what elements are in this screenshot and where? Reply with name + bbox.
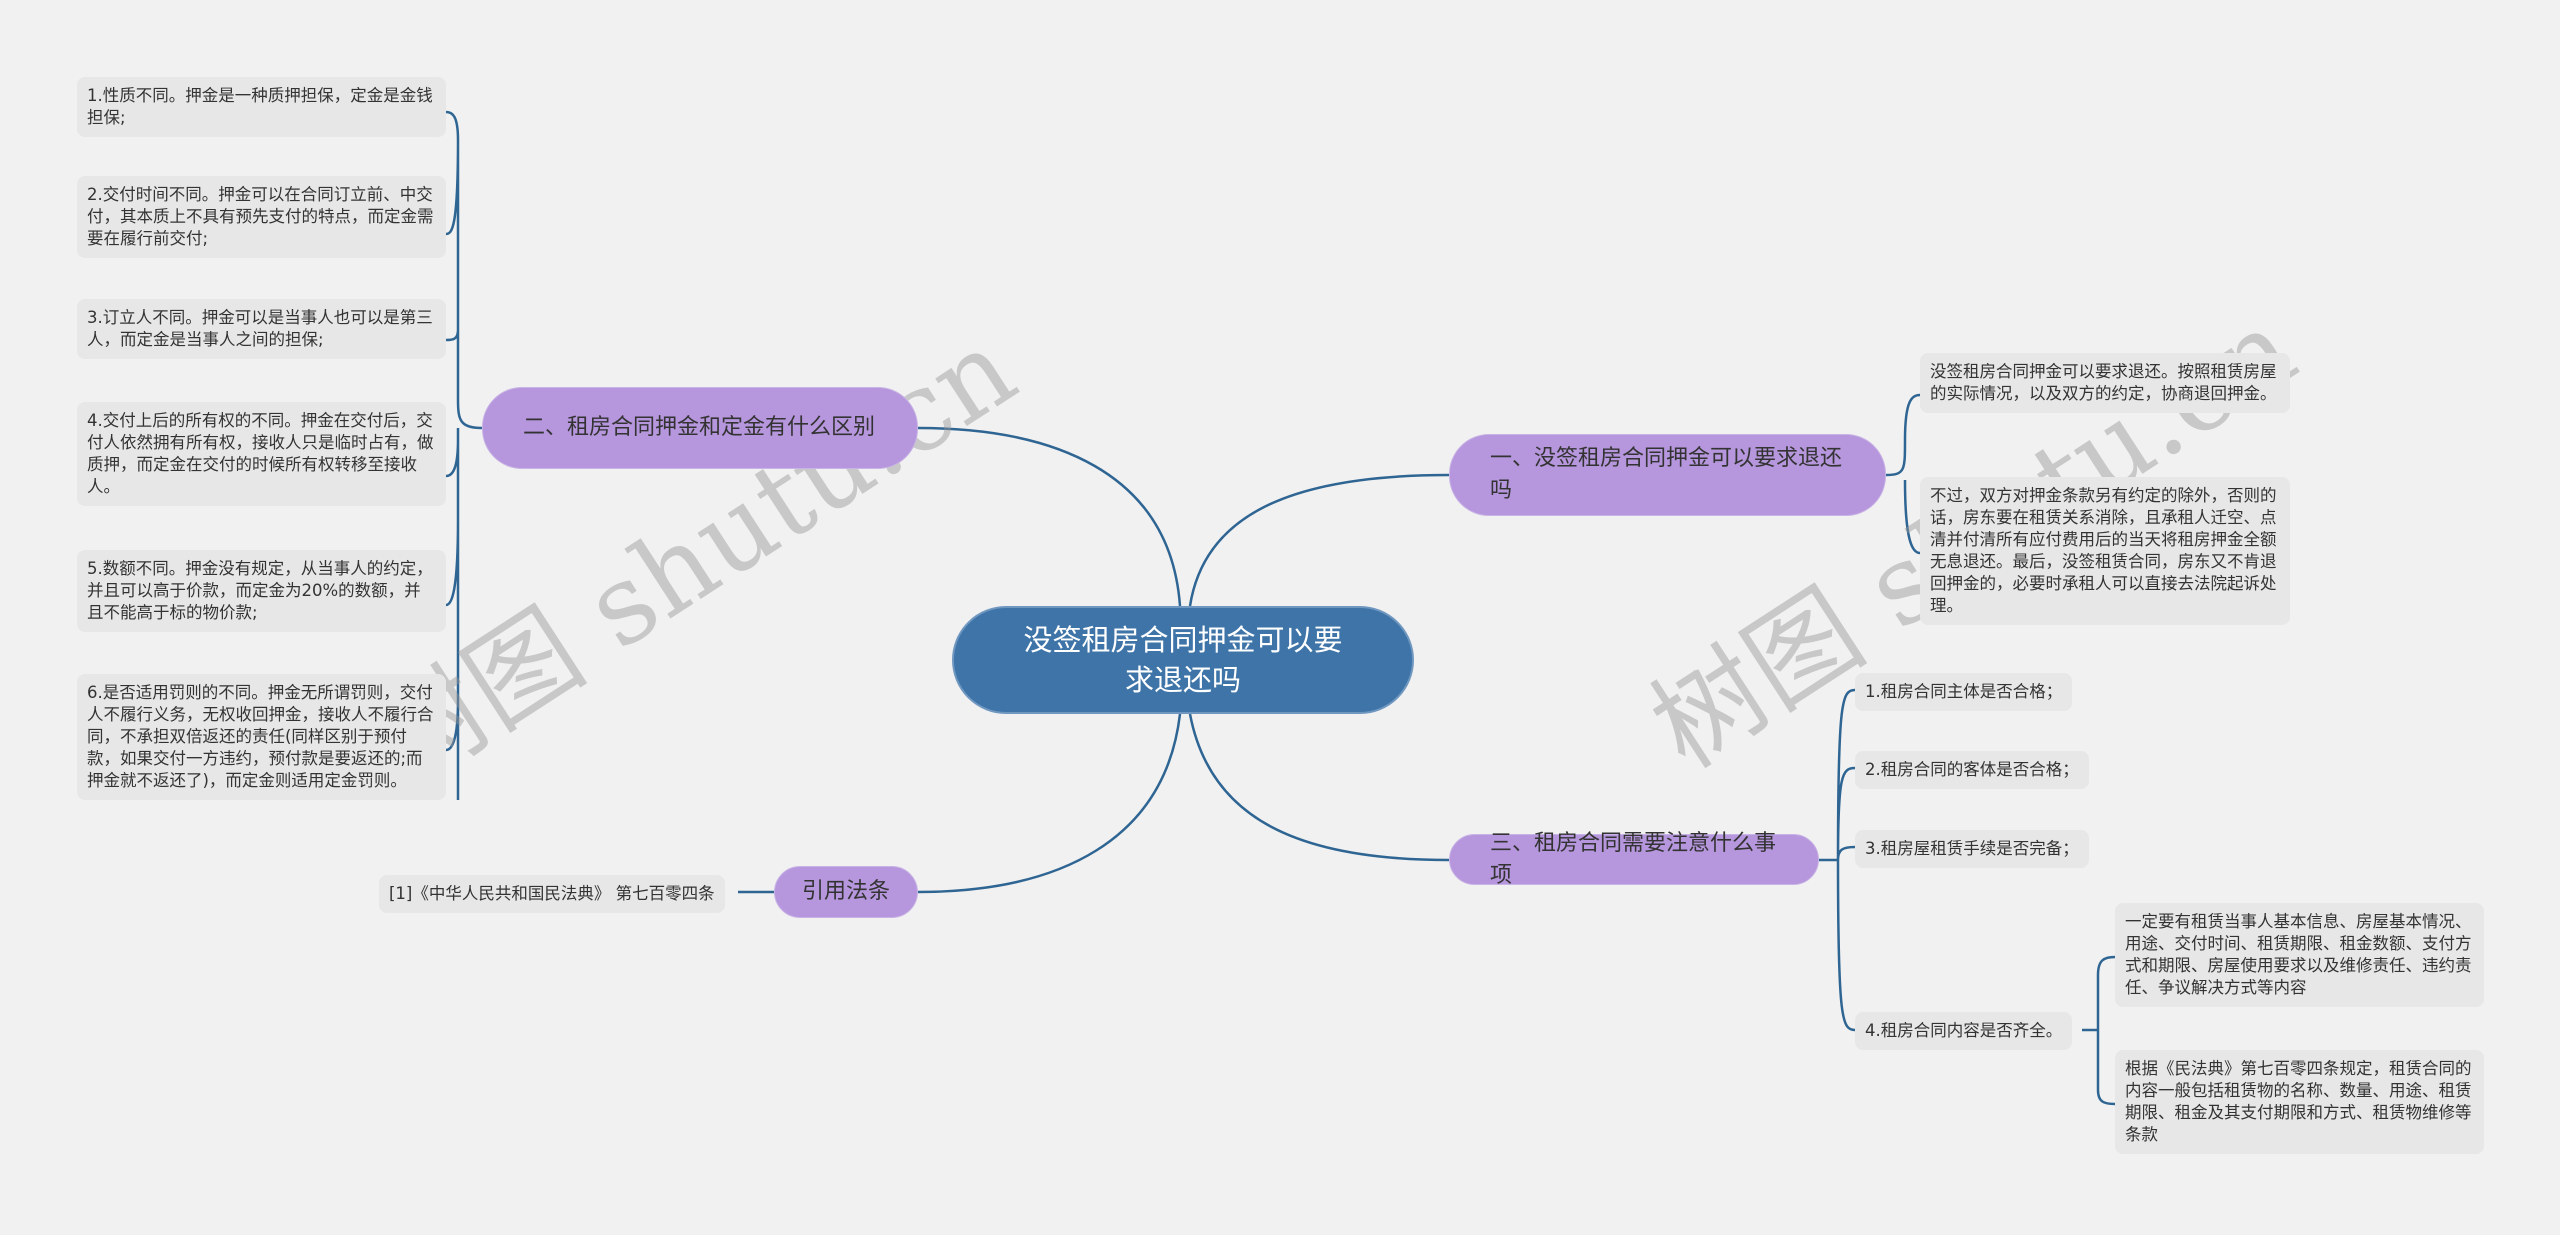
leaf-note-4[interactable]: 4.租房合同内容是否齐全。 [1855, 1012, 2073, 1050]
leaf-content-detail-2[interactable]: 根据《民法典》第七百零四条规定，租赁合同的内容一般包括租赁物的名称、数量、用途、… [2115, 1050, 2484, 1154]
leaf-difference-1[interactable]: 1.性质不同。押金是一种质押担保，定金是金钱担保; [77, 77, 446, 137]
connector-three-leaves [1819, 688, 1856, 1032]
leaf-difference-5[interactable]: 5.数额不同。押金没有规定，从当事人的约定，并且可以高于价款，而定金为20%的数… [77, 550, 446, 632]
connector-center-three [1188, 713, 1450, 862]
leaf-difference-4[interactable]: 4.交付上后的所有权的不同。押金在交付后，交付人依然拥有所有权，接收人只是临时占… [77, 402, 446, 506]
branch-two[interactable]: 二、租房合同押金和定金有什么区别 [482, 387, 918, 469]
leaf-content-detail-1[interactable]: 一定要有租赁当事人基本信息、房屋基本情况、用途、交付时间、租赁期限、租金数额、支… [2115, 903, 2484, 1007]
connector-center-law [917, 713, 1182, 894]
connector-one-leaves [1885, 393, 1921, 555]
leaf-refund-1[interactable]: 没签租房合同押金可以要求退还。按照租赁房屋的实际情况，以及双方的约定，协商退回押… [1920, 353, 2290, 413]
leaf-law-citation[interactable]: [1]《中华人民共和国民法典》 第七百零四条 [379, 875, 725, 913]
branch-one[interactable]: 一、没签租房合同押金可以要求退还吗 [1449, 434, 1886, 516]
leaf-difference-3[interactable]: 3.订立人不同。押金可以是当事人也可以是第三人，而定金是当事人之间的担保; [77, 299, 446, 359]
branch-three[interactable]: 三、租房合同需要注意什么事项 [1449, 831, 1819, 888]
leaf-refund-2[interactable]: 不过，双方对押金条款另有约定的除外，否则的话，房东要在租赁关系消除，且承租人迁空… [1920, 477, 2290, 625]
connector-center-one [1188, 473, 1450, 607]
leaf-difference-6[interactable]: 6.是否适用罚则的不同。押金无所谓罚则，交付人不履行义务，无权收回押金，接收人不… [77, 674, 446, 800]
leaf-note-2[interactable]: 2.租房合同的客体是否合格； [1855, 751, 2089, 789]
leaf-note-1[interactable]: 1.租房合同主体是否合格； [1855, 673, 2073, 711]
leaf-note-3[interactable]: 3.租房屋租赁手续是否完备； [1855, 830, 2089, 868]
leaf-difference-2[interactable]: 2.交付时间不同。押金可以在合同订立前、中交付，其本质上不具有预先支付的特点，而… [77, 176, 446, 258]
branch-law[interactable]: 引用法条 [774, 866, 918, 918]
connector-item4-sub [2082, 955, 2116, 1106]
connector-center-two [917, 426, 1182, 607]
central-topic[interactable]: 没签租房合同押金可以要求退还吗 [952, 606, 1414, 714]
connector-two-leaves [445, 110, 483, 800]
